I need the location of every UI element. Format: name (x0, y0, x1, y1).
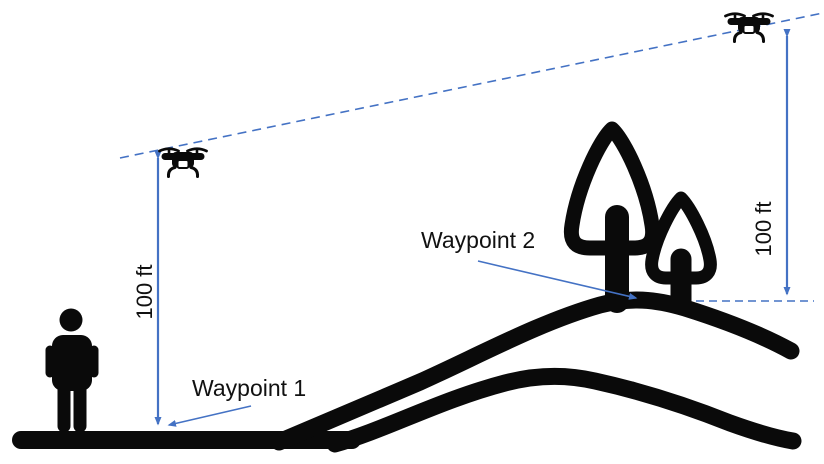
terrain (12, 291, 802, 453)
flight-path-dashed-line (119, 12, 824, 159)
back-hill-line (326, 367, 802, 453)
person-icon (45, 308, 99, 433)
tree-icon-small (645, 191, 717, 312)
drone-icon-low (160, 149, 207, 177)
waypoint-2-label: Waypoint 2 (421, 227, 535, 253)
tree-icon-large (563, 121, 661, 313)
front-hill-line (270, 291, 800, 451)
altitude-label-right: 100 ft (751, 201, 776, 256)
drone-icon-high (726, 14, 773, 42)
altitude-label-left: 100 ft (132, 264, 157, 319)
waypoint-1-leader-arrow (167, 405, 252, 427)
waypoint-2-leader-arrow (477, 260, 638, 300)
waypoint-1-label: Waypoint 1 (192, 375, 306, 401)
tree-icons (563, 121, 717, 313)
